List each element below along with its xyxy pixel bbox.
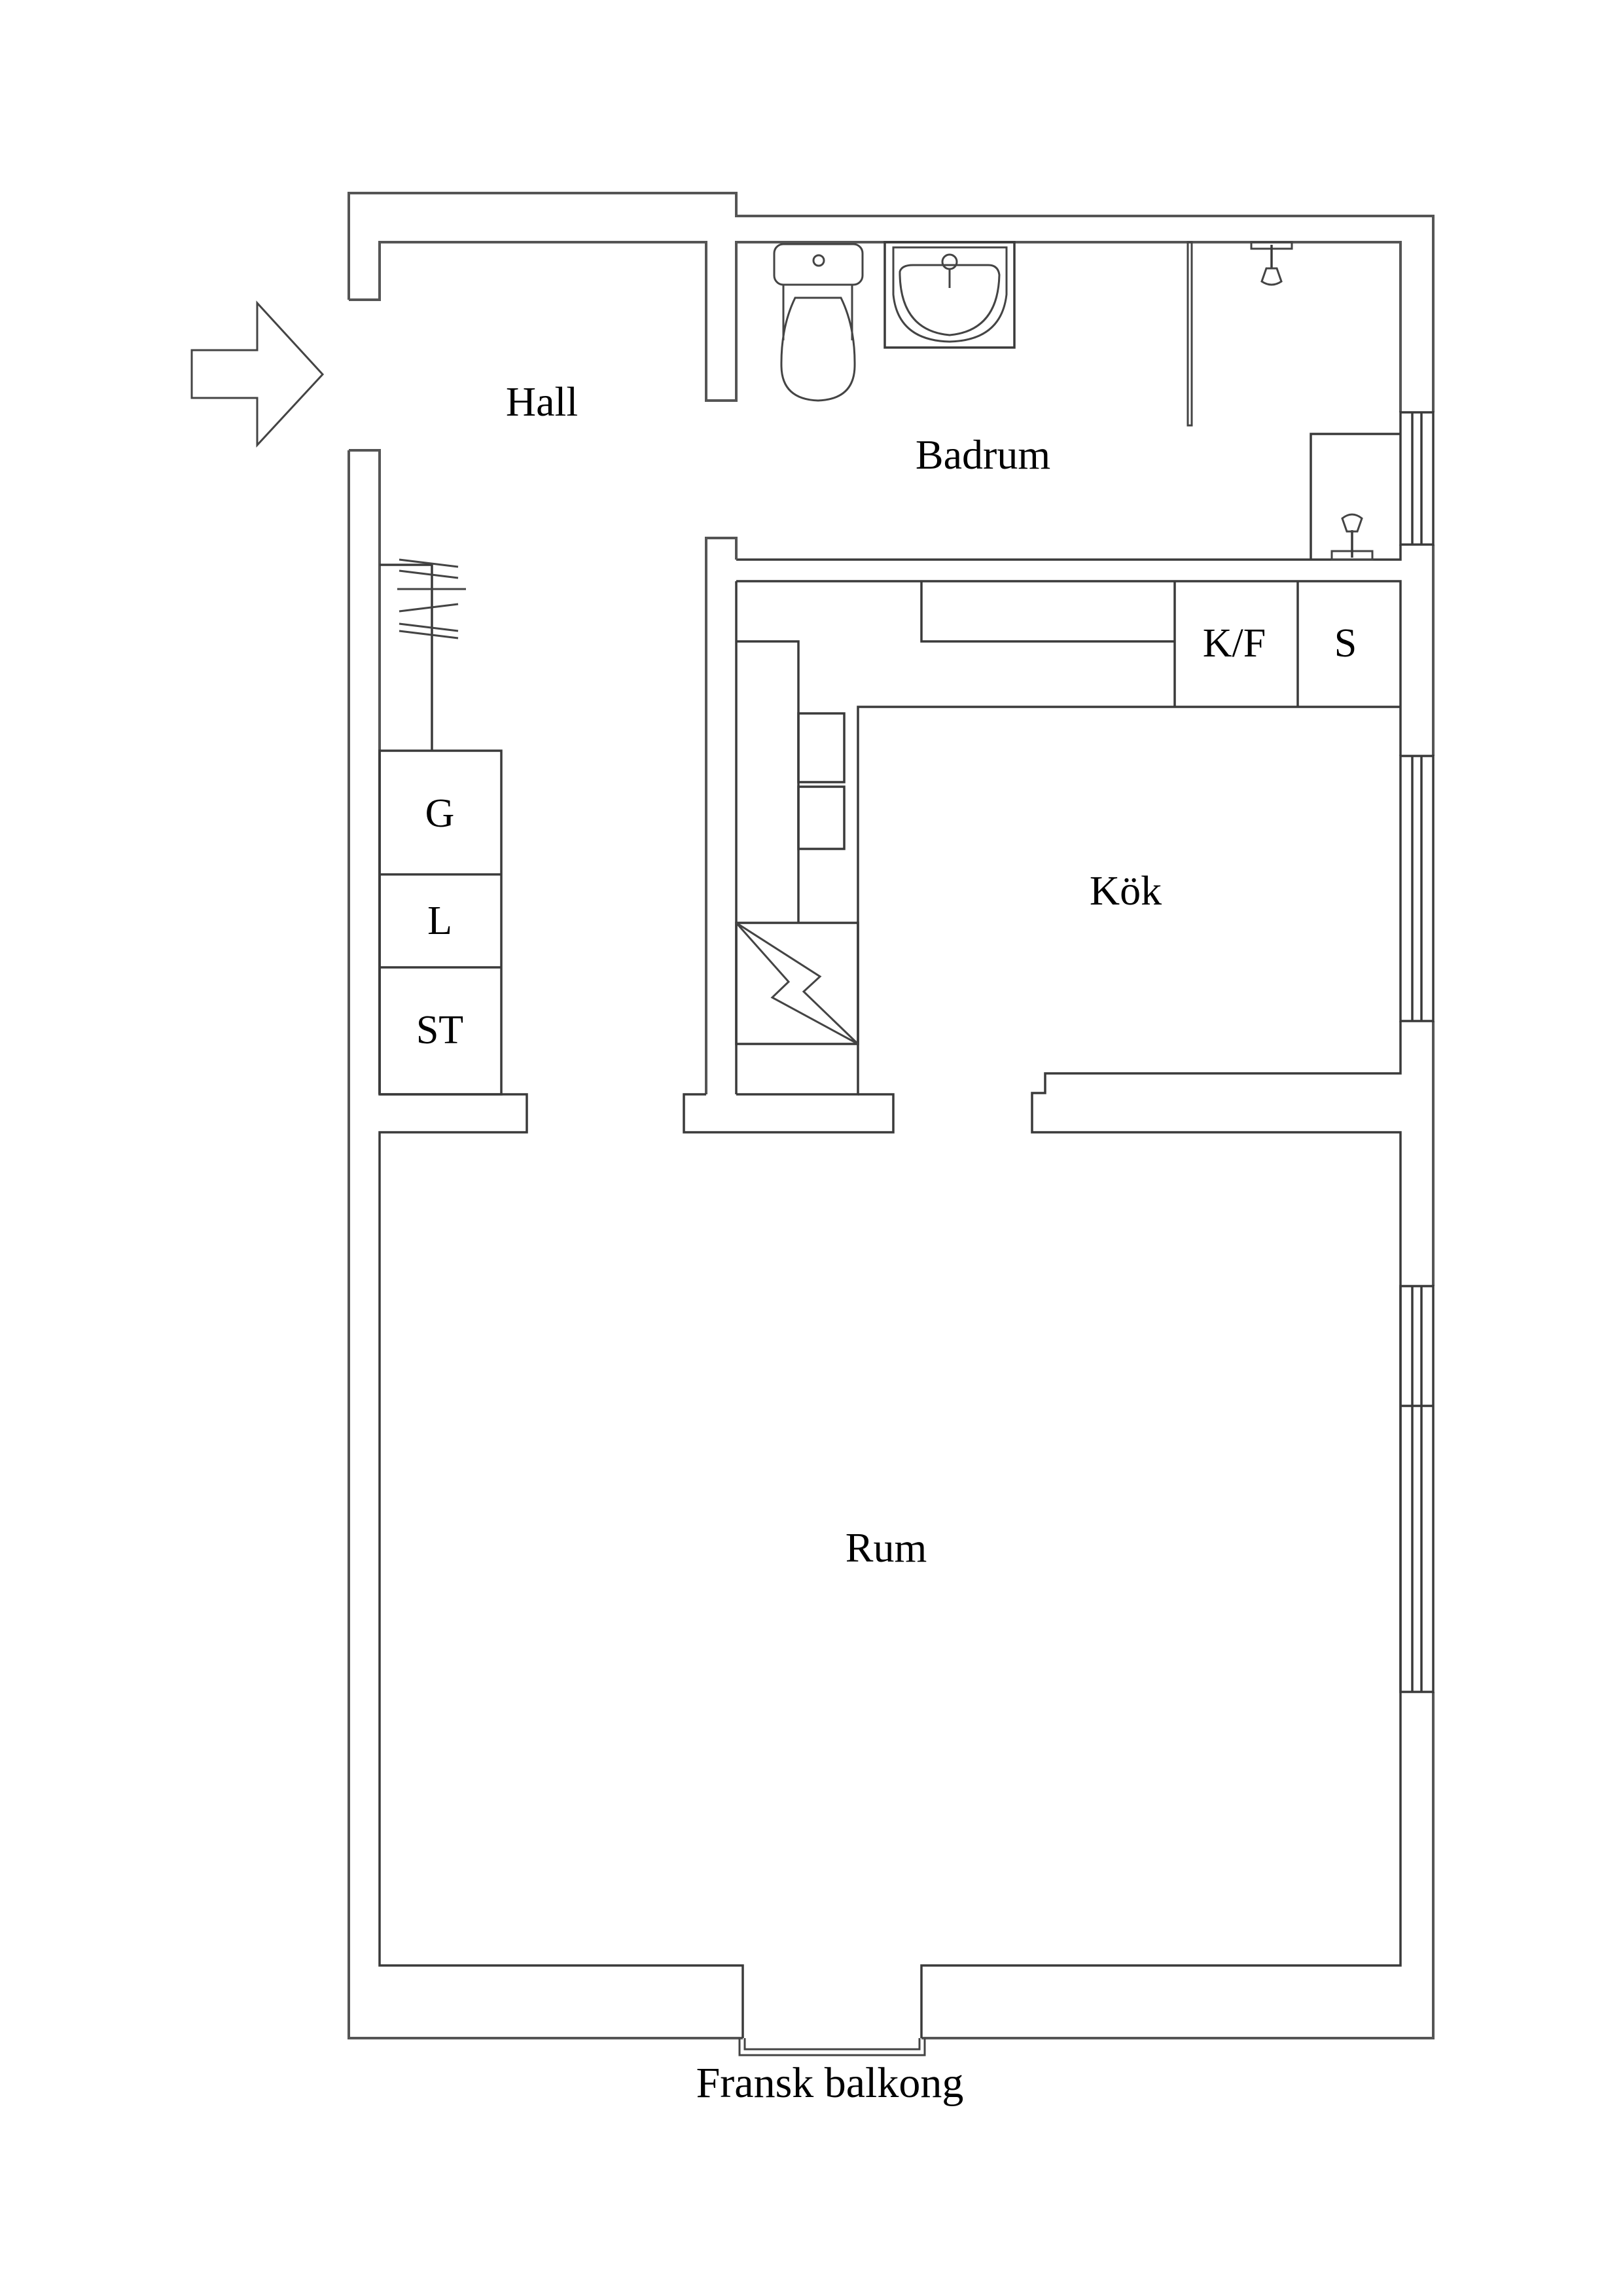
window-icon (1399, 411, 1435, 546)
appliance-label-s: S (1334, 621, 1357, 666)
bathroom-kitchen-wall (705, 537, 1402, 1094)
kitchen-lower-wall (378, 923, 1402, 2038)
appliance-label-g: G (425, 791, 455, 836)
sink-icon (883, 241, 1016, 349)
shower-icon (1250, 241, 1293, 286)
tap-icon (1310, 433, 1400, 561)
room-label-kok: Kök (1089, 867, 1162, 914)
shower-partition (1186, 241, 1193, 427)
outer-wall (348, 192, 1435, 2039)
wardrobe-icon (378, 558, 503, 1096)
room-label-badrum: Badrum (915, 431, 1051, 478)
room-label-hall: Hall (505, 378, 579, 425)
french-balcony (738, 2038, 926, 2056)
balcony-caption: Fransk balkong (696, 2059, 964, 2107)
entrance-arrow-icon (190, 300, 325, 448)
window-icon (1399, 1285, 1435, 1693)
appliance-label-l: L (427, 899, 452, 943)
room-label-rum: Rum (845, 1524, 927, 1571)
window-icon (1399, 755, 1435, 1022)
stove-icon (735, 922, 859, 1045)
toilet-icon (773, 243, 864, 402)
appliance-label-st: ST (416, 1008, 464, 1052)
appliance-label-kf: K/F (1202, 621, 1266, 666)
kitchen-counter (736, 581, 1400, 923)
